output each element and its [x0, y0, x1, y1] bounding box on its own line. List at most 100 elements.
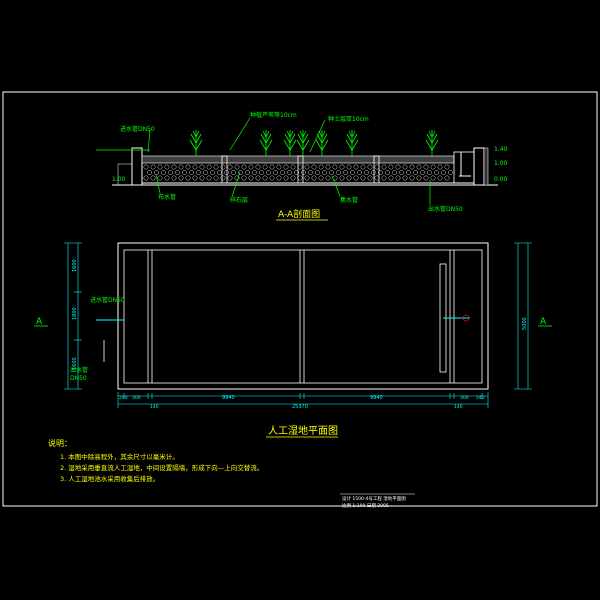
gravel-stone	[266, 170, 271, 175]
gravel-stone	[374, 175, 380, 181]
gravel-stone	[210, 170, 215, 175]
gravel-stone	[154, 170, 159, 175]
gravel-stone	[245, 170, 250, 175]
gravel-stone	[378, 170, 383, 175]
gravel-stone	[164, 164, 170, 170]
outlet-chamber	[453, 151, 475, 184]
gravel-stone	[315, 170, 320, 175]
plan-inner-wall	[123, 249, 483, 384]
note-item-1: 1. 本图中除高程外，其余尺寸以毫米计。	[60, 452, 179, 461]
notes-block: 说明： 1. 本图中除高程外，其余尺寸以毫米计。 2. 湿地采用垂直流人工湿地，…	[48, 438, 263, 483]
label-collector: 集水管	[340, 196, 358, 204]
right-overall-dim: 5000	[522, 317, 528, 330]
left-dim-3: 1600	[72, 357, 78, 370]
right-dimension-chain	[514, 242, 532, 390]
gravel-stone	[409, 175, 415, 181]
plan-label-inlet: 进水管DN50	[90, 296, 125, 304]
level-right-top: 1.40	[494, 146, 508, 153]
gravel-stone	[395, 164, 401, 170]
gravel-stone	[196, 170, 201, 175]
gravel-stone	[224, 170, 229, 175]
reed-plant-icon	[315, 130, 329, 156]
bottom-dim-2: 300	[132, 395, 141, 401]
gravel-stone	[325, 164, 331, 170]
gravel-stone	[199, 164, 205, 170]
gravel-stone	[241, 164, 247, 170]
gravel-stone	[430, 175, 436, 181]
gravel-stone	[248, 175, 254, 181]
partition-wall-2	[297, 155, 304, 184]
left-earth	[117, 163, 133, 186]
gravel-stone	[255, 164, 261, 170]
gravel-stone	[416, 164, 422, 170]
gravel-stone	[147, 170, 152, 175]
gravel-stone	[322, 170, 327, 175]
gravel-stone	[164, 175, 170, 181]
gravel-stone	[392, 170, 397, 175]
bottom-overall-dim: 25370	[292, 404, 308, 410]
gravel-stone	[339, 175, 345, 181]
gravel-stone	[269, 164, 275, 170]
plan-outer-wall	[117, 242, 489, 390]
gravel-stone	[399, 170, 404, 175]
partition-wall-1	[221, 155, 228, 184]
gravel-stone	[304, 175, 310, 181]
label-outlet-pipe: 出水管DN50	[428, 205, 463, 213]
plants-group	[189, 130, 439, 156]
gravel-stone	[423, 164, 429, 170]
label-planting: 种植芦苇等10cm	[250, 111, 297, 119]
gravel-stone	[402, 175, 408, 181]
gravel-stone	[182, 170, 187, 175]
gravel-stone	[343, 170, 348, 175]
gravel-stone	[273, 170, 278, 175]
gravel-stone	[241, 175, 247, 181]
plan-view: 进水管DN50 出水管 DN50 A A 1600 1800 1600 5000	[34, 242, 552, 438]
gravel-stone	[301, 170, 306, 175]
gravel-stone	[185, 164, 191, 170]
gravel-stone	[143, 164, 149, 170]
gravel-stone	[430, 164, 436, 170]
gravel-stone	[192, 164, 198, 170]
gravel-stone	[157, 175, 163, 181]
partition-wall-3	[373, 155, 380, 184]
section-mark-right: A	[540, 317, 547, 327]
gravel-stone	[262, 175, 268, 181]
gravel-stone	[280, 170, 285, 175]
gravel-stone	[175, 170, 180, 175]
section-left-wall	[131, 147, 143, 186]
gravel-stone	[381, 164, 387, 170]
gravel-stone	[311, 164, 317, 170]
gravel-stone	[360, 164, 366, 170]
gravel-stone	[283, 164, 289, 170]
gravel-stone	[171, 164, 177, 170]
section-mark-left: A	[36, 317, 43, 327]
gravel-stone	[329, 170, 334, 175]
gravel-stone	[367, 164, 373, 170]
gravel-stone	[161, 170, 166, 175]
gravel-stone	[332, 164, 338, 170]
gravel-stone	[199, 175, 205, 181]
gravel-stone	[189, 170, 194, 175]
gravel-stone	[336, 170, 341, 175]
note-item-2: 2. 湿地采用垂直流人工湿地，中间设置隔墙，形成下向—上向交替流。	[60, 463, 263, 472]
reed-plant-icon	[189, 130, 203, 156]
gravel-stone	[157, 164, 163, 170]
gravel-stone	[423, 175, 429, 181]
section-leaders	[147, 117, 431, 205]
label-soil: 种土层厚10cm	[328, 115, 369, 123]
gravel-stone	[353, 175, 359, 181]
gravel-stone	[252, 170, 257, 175]
gravel-stone	[217, 170, 222, 175]
bottom-dim-8: 240	[476, 395, 485, 401]
gravel-stone	[206, 164, 212, 170]
gravel-stone	[220, 164, 226, 170]
gravel-stone	[283, 175, 289, 181]
bottom-dimension-chain	[117, 392, 489, 408]
gravel-stone	[406, 170, 411, 175]
left-dimension-chain	[64, 242, 82, 390]
gravel-stone	[234, 164, 240, 170]
left-dim-1: 1600	[72, 259, 78, 272]
gravel-stone	[346, 175, 352, 181]
gravel-stone	[262, 164, 268, 170]
